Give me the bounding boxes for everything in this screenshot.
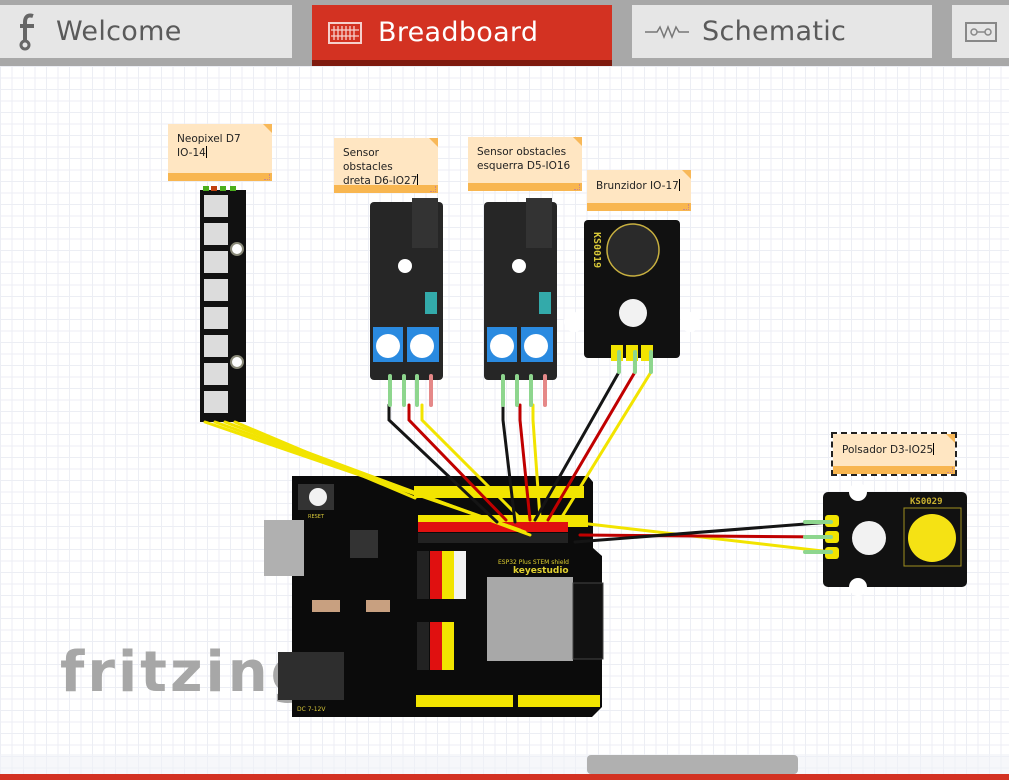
- tab-bar: Welcome Breadboard Schematic: [0, 0, 1009, 66]
- buzzer-label: KS0019: [591, 232, 602, 268]
- tab-breadboard[interactable]: Breadboard: [312, 5, 612, 66]
- power-label: DC 7-12V: [297, 706, 326, 713]
- tab-pcb[interactable]: [952, 5, 1009, 58]
- note-text-line1: Sensor obstacles: [343, 147, 393, 173]
- board-model: ESP32 Plus STEM shield: [498, 559, 569, 566]
- note-fold: [573, 137, 582, 146]
- pushbutton-module[interactable]: KS0029: [823, 483, 967, 596]
- note-text-line2: IO-14: [177, 147, 206, 159]
- note-sensor-left[interactable]: Sensor obstacles esquerra D5-IO16: [468, 137, 582, 191]
- breadboard-icon: [312, 21, 378, 44]
- buzzer-module[interactable]: KS0019: [564, 220, 700, 361]
- button-label: KS0029: [910, 497, 943, 507]
- text-caret: [933, 443, 935, 455]
- board-brand: keyestudio: [513, 566, 569, 576]
- obstacle-sensor-left[interactable]: [484, 198, 557, 380]
- resize-grip[interactable]: [264, 174, 270, 180]
- pcb-icon: [952, 20, 1009, 44]
- resistor-icon: [632, 24, 702, 39]
- note-button[interactable]: Polsador D3-IO25: [831, 432, 957, 476]
- note-fold: [263, 124, 272, 133]
- note-fold: [429, 138, 438, 147]
- note-neopixel[interactable]: Neopixel D7 IO-14: [168, 124, 272, 181]
- resize-grip[interactable]: [947, 467, 953, 473]
- note-bar: [334, 185, 438, 193]
- text-caret: [205, 146, 207, 158]
- note-fold: [682, 170, 691, 179]
- note-text-line2: esquerra D5-IO16: [477, 160, 571, 172]
- resize-grip[interactable]: [683, 204, 689, 210]
- text-caret: [678, 179, 680, 191]
- horizontal-scrollbar-track[interactable]: [0, 754, 1009, 774]
- obstacle-sensor-right[interactable]: [370, 198, 443, 380]
- note-text-line1: Sensor obstacles: [477, 146, 567, 158]
- tab-schematic[interactable]: Schematic: [632, 5, 932, 58]
- note-sensor-right[interactable]: Sensor obstacles dreta D6-IO27: [334, 138, 438, 193]
- note-bar: [833, 466, 955, 474]
- reset-label: RESET: [308, 514, 325, 520]
- bottom-accent-bar: [0, 774, 1009, 780]
- tab-label: Welcome: [56, 16, 182, 47]
- note-text-line2: dreta D6-IO27: [343, 175, 418, 187]
- horizontal-scrollbar-thumb[interactable]: [587, 755, 798, 774]
- note-text-line1: Polsador D3-IO25: [842, 444, 934, 456]
- resize-grip[interactable]: [574, 184, 580, 190]
- tab-label: Breadboard: [378, 17, 539, 48]
- neopixel-strip[interactable]: [200, 186, 246, 422]
- note-fold: [946, 434, 955, 443]
- wires[interactable]: [203, 350, 833, 554]
- fritzing-f-icon: [0, 12, 56, 52]
- note-buzzer[interactable]: Brunzidor IO-17: [587, 170, 691, 211]
- esp32-shield-board[interactable]: keyestudio ESP32 Plus STEM shield RESET …: [264, 476, 604, 717]
- note-bar: [168, 173, 272, 181]
- note-text-line1: Brunzidor IO-17: [596, 180, 679, 192]
- tab-welcome[interactable]: Welcome: [0, 5, 292, 58]
- fritzing-watermark: fritzing: [60, 640, 314, 705]
- tab-label: Schematic: [702, 16, 847, 47]
- note-bar: [468, 183, 582, 191]
- text-caret: [417, 174, 419, 186]
- resize-grip[interactable]: [430, 186, 436, 192]
- note-bar: [587, 203, 691, 211]
- note-text-line1: Neopixel D7: [177, 133, 241, 145]
